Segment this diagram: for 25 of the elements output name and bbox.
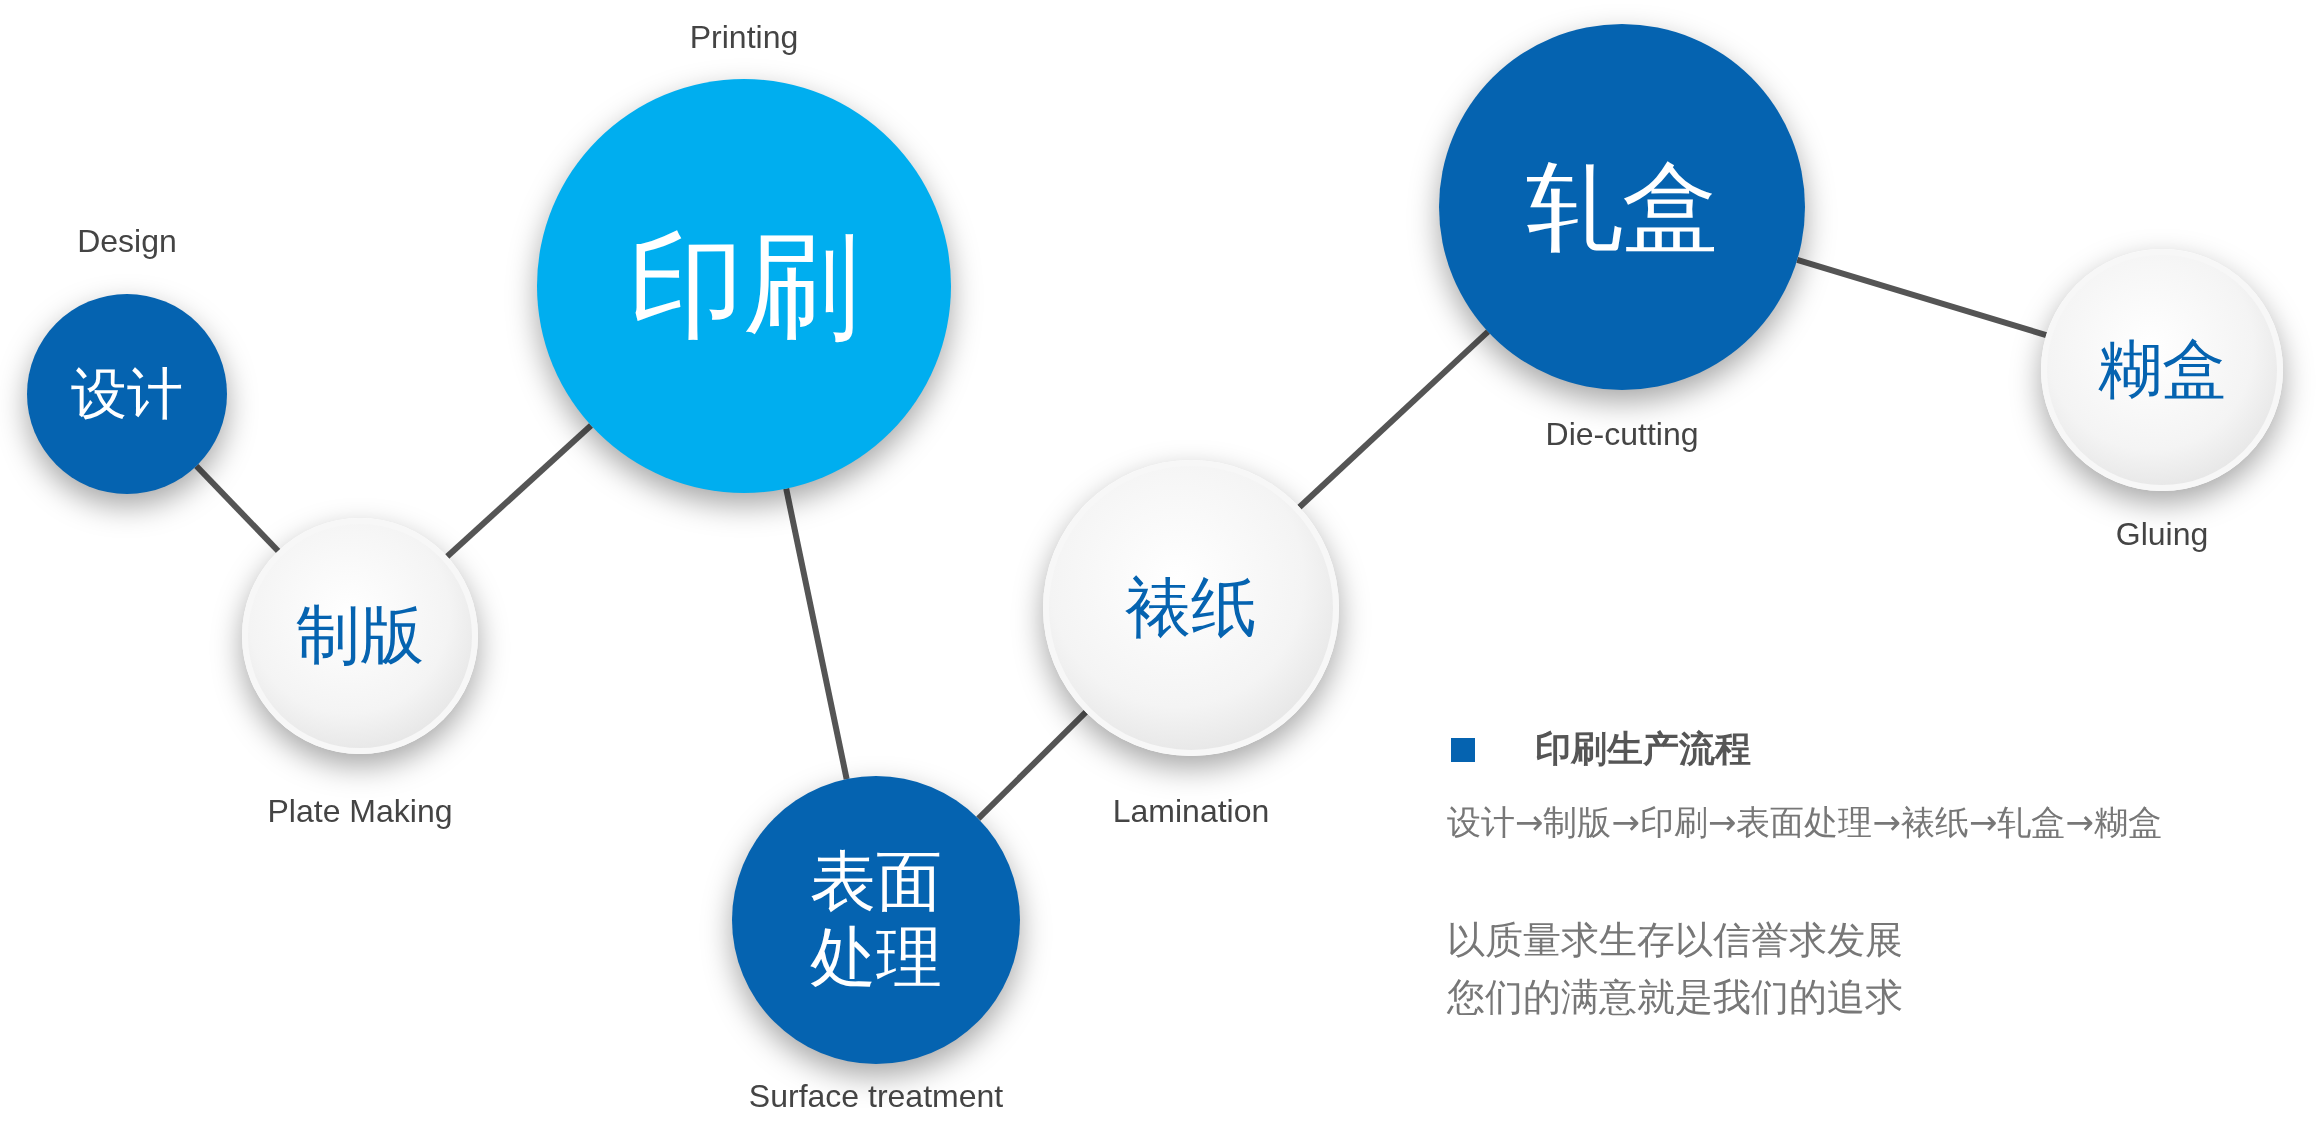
node-label: 轧盒 — [1526, 151, 1718, 263]
english-caption: Surface treatment — [748, 1078, 1004, 1115]
connector-line — [976, 710, 1088, 821]
process-circle — [27, 294, 227, 494]
english-caption: Plate Making — [267, 793, 453, 830]
node-label: 设计 — [71, 361, 183, 427]
english-caption: Lamination — [1112, 793, 1270, 830]
slogan-text: 以质量求生存以信誉求发展 — [1447, 917, 1903, 964]
connector-line — [194, 463, 281, 554]
connector-line — [1796, 257, 2048, 338]
node-label: 糊盒 — [2098, 333, 2226, 407]
connector-line — [1297, 329, 1491, 510]
node-label: 表面处理 — [809, 844, 943, 996]
node-label: 制版 — [296, 599, 424, 673]
node-label: 印刷 — [628, 219, 860, 353]
section-heading: 印刷生产流程 — [1535, 727, 1751, 771]
english-caption: Die-cutting — [1545, 416, 1699, 453]
english-caption: Design — [77, 223, 177, 260]
connector-line — [783, 488, 850, 780]
flow-text: 设计→制版→印刷→表面处理→裱纸→轧盒→糊盒 — [1447, 801, 2162, 844]
connector-line — [445, 423, 594, 559]
slogan-text: 您们的满意就是我们的追求 — [1447, 974, 1903, 1021]
english-caption: Gluing — [2115, 516, 2209, 553]
english-caption: Printing — [689, 19, 799, 56]
node-label: 裱纸 — [1125, 570, 1257, 646]
